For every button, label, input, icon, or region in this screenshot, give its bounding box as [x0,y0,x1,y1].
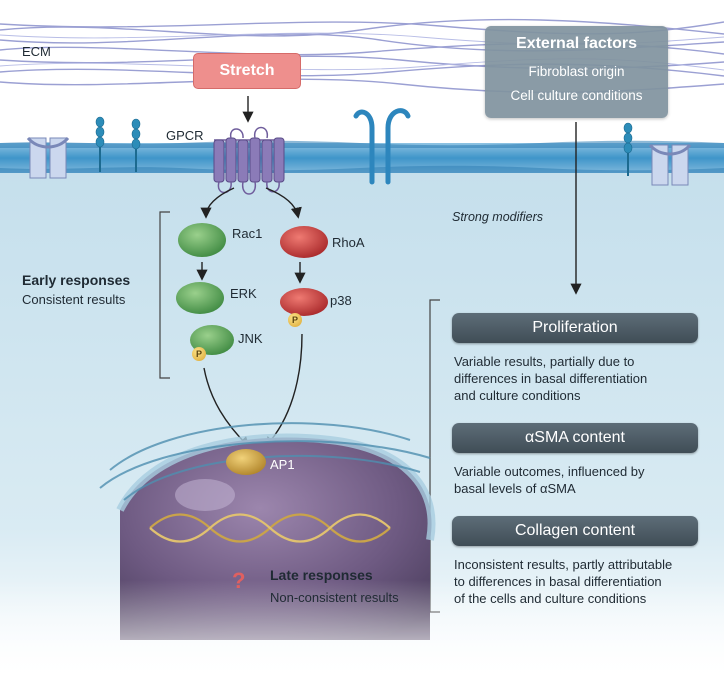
strong-modifiers-label: Strong modifiers [452,210,544,224]
early-bracket [159,211,170,379]
erk-protein [176,282,224,314]
description-line: basal levels of αSMA [454,481,576,496]
ap1-protein [226,449,266,475]
p38-protein [280,288,328,316]
erk-label: ERK [230,286,257,301]
rhoa-protein [280,226,328,258]
asma-content-title: αSMA content [525,429,625,446]
p38-label: p38 [330,293,352,308]
description-line: Variable outcomes, influenced by [454,464,645,479]
rhoa-label: RhoA [332,235,365,250]
rac1-protein [178,223,226,257]
gpcr-receptor [213,126,285,195]
description-line: of the cells and culture conditions [454,591,647,606]
external-factors-title: External factors [516,35,637,52]
bottom-fade [0,580,724,682]
description-line: and culture conditions [454,388,581,403]
early-responses-subtitle: Consistent results [22,292,126,307]
collagen-content-title: Collagen content [514,522,636,539]
stretch-box: Stretch [193,53,301,89]
proliferation-box: Proliferation [452,313,698,343]
external-factor-item: Fibroblast origin [528,64,625,79]
collagen-content-box: Collagen content [452,516,698,546]
external-factor-item: Cell culture conditions [510,88,643,103]
description-line: Variable results, partially due to [454,354,635,369]
external-factors-box: External factors Fibroblast origin Cell … [485,26,668,118]
early-responses-title: Early responses [22,272,131,288]
late-responses-title: Late responses [270,567,373,583]
lipid-heads [0,140,724,173]
asma-content-description: Variable outcomes, influenced by basal l… [454,463,645,497]
ecm-label: ECM [22,44,51,59]
proliferation-description: Variable results, partially due to diffe… [454,353,647,404]
integrin-receptors [353,108,411,185]
bead-receptors [95,116,633,176]
dna-helix [149,513,391,543]
stretch-label: Stretch [219,62,275,79]
description-line: to differences in basal differentiation [454,574,662,589]
jnk-label: JNK [238,331,263,346]
description-line: differences in basal differentiation [454,371,648,386]
phospho-badge-jnk: P [192,347,206,361]
ion-channel-left [26,136,70,179]
arrow-gpcr-rac1 [200,187,235,219]
question-mark-icon: ? [232,568,246,593]
gpcr-label: GPCR [166,128,204,143]
collagen-content-description: Inconsistent results, partly attributabl… [454,556,672,607]
rac1-label: Rac1 [232,226,263,241]
asma-content-box: αSMA content [452,423,698,453]
ion-channel-right [648,143,692,186]
phospho-badge-p38: P [288,313,302,327]
arrow-gpcr-rhoa [265,187,302,219]
ap1-label: AP1 [270,457,295,472]
proliferation-title: Proliferation [532,319,618,336]
late-responses-subtitle: Non-consistent results [270,590,399,605]
description-line: Inconsistent results, partly attributabl… [454,557,673,572]
nucleolus [175,479,235,511]
